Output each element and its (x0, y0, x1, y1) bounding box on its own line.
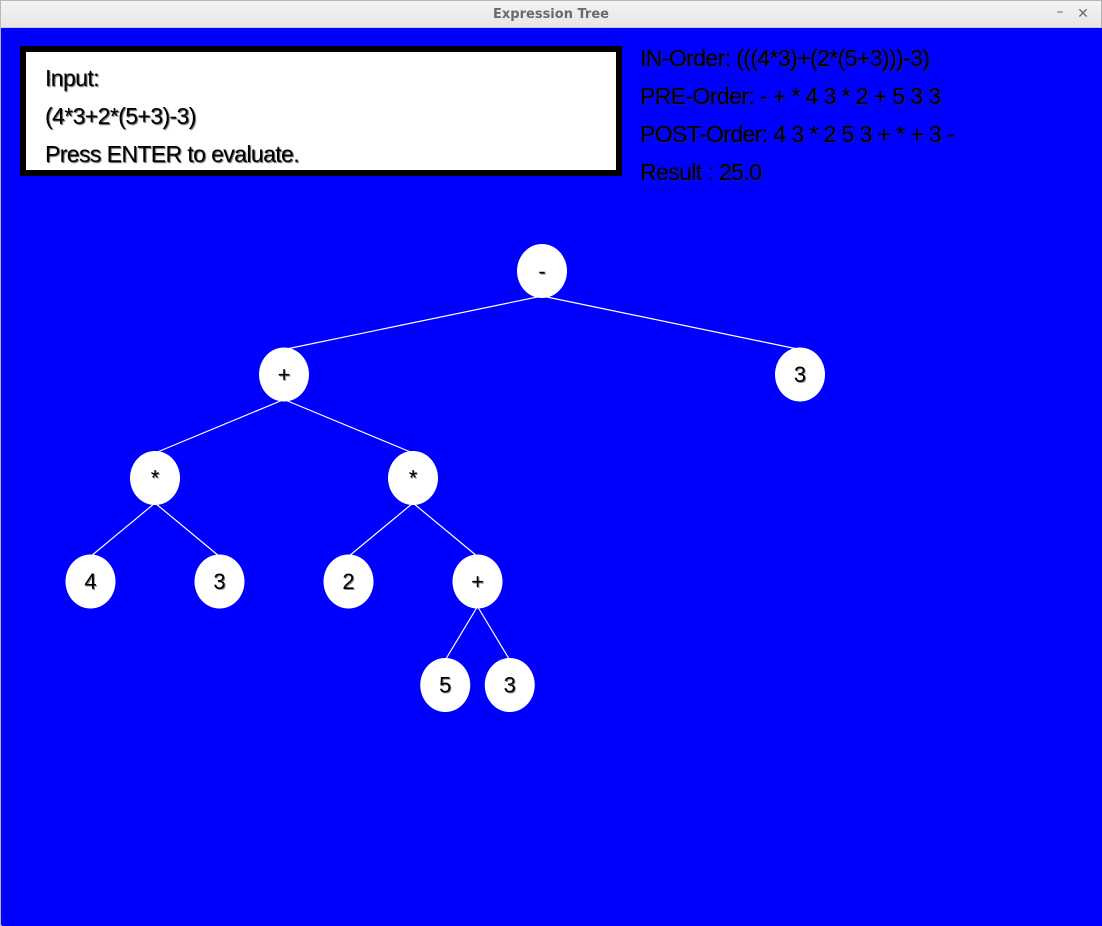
tree-node: ++ (452, 554, 503, 609)
tree-node-circle (65, 554, 116, 609)
pre-order-text: PRE-Order: - + * 4 3 * 2 + 5 3 3 (640, 83, 941, 109)
tree-node-circle (420, 658, 471, 712)
tree-node: ** (130, 451, 180, 505)
tree-edge (541, 295, 801, 351)
tree-node-label-shadow: * (410, 467, 419, 492)
tree-edge (154, 398, 285, 454)
tree-node-label-shadow: 5 (440, 674, 452, 699)
tree-node-label-shadow: 4 (85, 570, 97, 595)
tree-node-label: 5 (439, 673, 451, 698)
tree-node: 33 (194, 554, 245, 609)
tree-node-label: + (278, 362, 291, 387)
tree-edge (444, 606, 479, 661)
tree-node-label: 3 (504, 673, 516, 698)
tree-node-circle (484, 658, 535, 712)
tree-node-label: * (151, 466, 160, 491)
tree-node-label: - (538, 259, 545, 284)
tree-node-circle (452, 554, 503, 609)
title-bar[interactable]: Expression Tree – ✕ (1, 1, 1101, 28)
tree-edge (476, 606, 511, 661)
tree-node-label: * (409, 466, 418, 491)
tree-node-label-shadow: + (472, 570, 485, 595)
tree-node: -- (517, 244, 567, 298)
window-title: Expression Tree (493, 7, 609, 22)
input-panel[interactable]: Input: (4*3+2*(5+3)-3) Press ENTER to ev… (20, 46, 622, 176)
tree-node-label-shadow: 2 (343, 570, 355, 595)
tree-node: ** (388, 451, 438, 505)
tree-node-circle (323, 554, 374, 609)
drawing-canvas[interactable]: Input: (4*3+2*(5+3)-3) Press ENTER to ev… (2, 28, 1102, 926)
tree-node: 55 (420, 658, 471, 712)
tree-node-circle (517, 244, 567, 298)
tree-node-circle (388, 451, 438, 505)
tree-node-label-shadow: 3 (214, 570, 226, 595)
tree-node-label-shadow: + (279, 363, 292, 388)
tree-node-label: + (471, 569, 484, 594)
tree-node: 44 (65, 554, 116, 609)
tree-edge (90, 502, 156, 557)
in-order-text: IN-Order: (((4*3)+(2*(5+3)))-3) (640, 45, 930, 71)
tree-edge (283, 295, 543, 351)
post-order-text: POST-Order: 4 3 * 2 5 3 + * + 3 - (640, 121, 954, 147)
enter-hint: Press ENTER to evaluate. (45, 141, 300, 167)
tree-node-label: 3 (794, 362, 806, 387)
traversal-results: IN-Order: (((4*3)+(2*(5+3)))-3) PRE-Orde… (640, 39, 954, 191)
tree-node: 33 (775, 347, 825, 402)
tree-node: 22 (323, 554, 374, 609)
tree-node-circle (194, 554, 245, 609)
tree-edge (412, 502, 478, 557)
tree-node-label-shadow: * (152, 467, 161, 492)
tree-node-label-shadow: - (539, 260, 546, 285)
tree-edge (348, 502, 414, 557)
tree-node-circle (259, 347, 309, 402)
expression-input[interactable]: (4*3+2*(5+3)-3) (45, 103, 196, 129)
close-icon[interactable]: ✕ (1077, 6, 1089, 22)
tree-node-label-shadow: 3 (505, 674, 517, 699)
tree-node-label-shadow: 3 (795, 363, 807, 388)
tree-edge (283, 398, 414, 454)
tree-node-label: 3 (213, 569, 225, 594)
tree-node-label: 4 (84, 569, 96, 594)
tree-node: 33 (484, 658, 535, 712)
result-text: Result : 25.0 (640, 159, 762, 185)
tree-node-circle (775, 347, 825, 402)
input-heading: Input: (45, 65, 100, 91)
minimize-icon[interactable]: – (1056, 4, 1064, 20)
tree-node-circle (130, 451, 180, 505)
tree-node: ++ (259, 347, 309, 402)
tree-edge (154, 502, 220, 557)
tree-node-label: 2 (342, 569, 354, 594)
